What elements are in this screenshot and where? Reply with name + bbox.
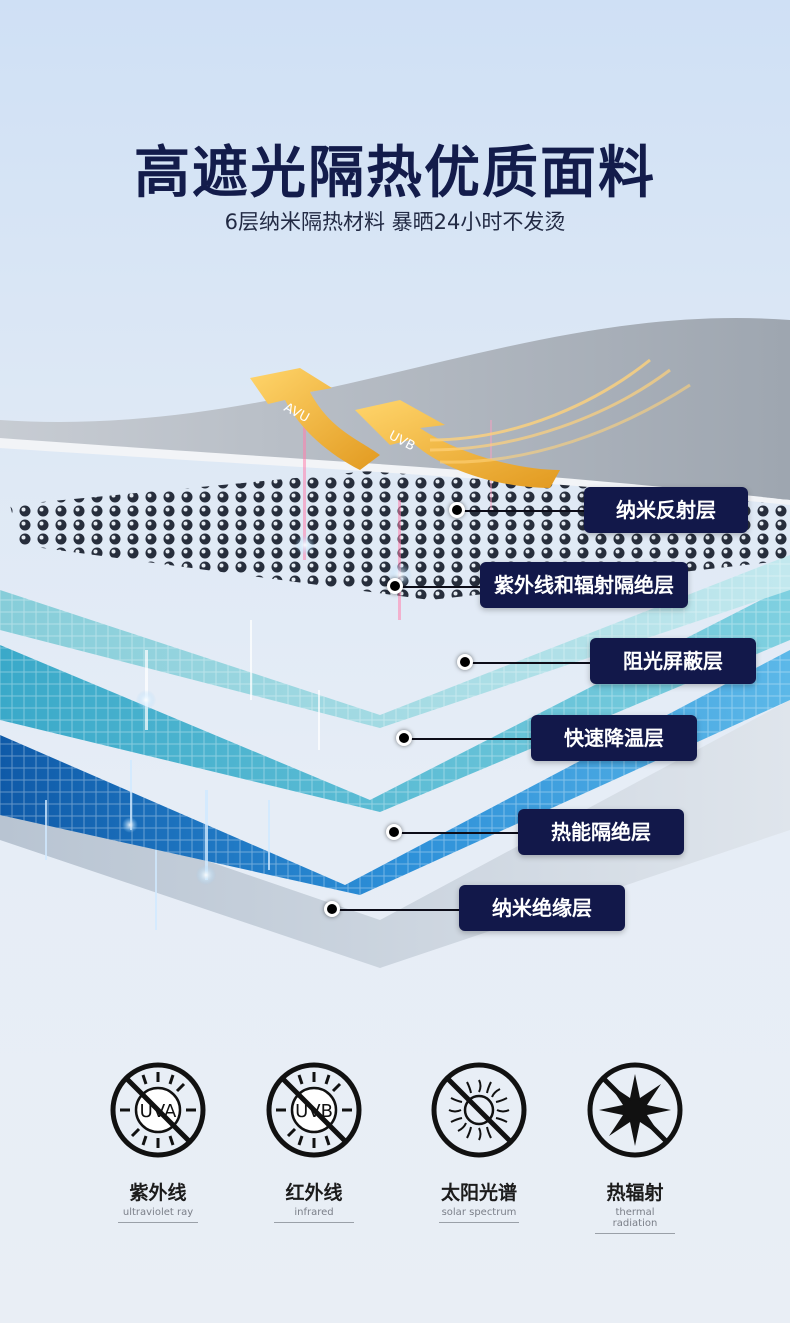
leader-line-6 [333, 909, 460, 911]
callout-dot-5 [386, 824, 402, 840]
feature-solar: 太阳光谱 solar spectrum [399, 1060, 559, 1223]
feature-en: thermal radiation [595, 1207, 675, 1234]
layer-label-uv-radiation-barrier: 紫外线和辐射隔绝层 [480, 562, 688, 608]
feature-en: infrared [274, 1207, 354, 1223]
feature-name: 红外线 [285, 1182, 343, 1204]
feature-row: UVA 紫外线 ultraviolet ray UVB 红外线 infrared [0, 1060, 790, 1260]
page-title: 高遮光隔热优质面料 [134, 141, 656, 206]
no-sun-icon [431, 1062, 527, 1158]
leader-line-2 [396, 586, 482, 588]
feature-uvb: UVB 红外线 infrared [234, 1060, 394, 1223]
feature-thermal: 热辐射 thermal radiation [555, 1060, 715, 1234]
layer-label-light-shield: 阻光屏蔽层 [590, 638, 756, 684]
callout-dot-1 [449, 502, 465, 518]
layer-label-nano-reflective: 纳米反射层 [584, 487, 748, 533]
layer-label-nano-insulation: 纳米绝缘层 [459, 885, 625, 931]
feature-name: 太阳光谱 [440, 1182, 517, 1204]
feature-uva: UVA 紫外线 ultraviolet ray [78, 1060, 238, 1223]
feature-en: ultraviolet ray [118, 1207, 198, 1223]
no-uva-icon: UVA [110, 1062, 206, 1158]
callout-dot-3 [457, 654, 473, 670]
feature-name: 热辐射 [606, 1182, 664, 1204]
feature-en: solar spectrum [439, 1207, 519, 1223]
page-subtitle: 6层纳米隔热材料 暴晒24小时不发烫 [224, 210, 566, 234]
callout-dot-2 [387, 578, 403, 594]
leader-line-4 [405, 738, 532, 740]
no-uvb-icon: UVB [266, 1062, 362, 1158]
feature-name: 紫外线 [129, 1182, 187, 1204]
leader-line-3 [466, 662, 592, 664]
callout-dot-6 [324, 901, 340, 917]
no-radiation-icon [587, 1062, 683, 1158]
layer-label-thermal-barrier: 热能隔绝层 [518, 809, 684, 855]
layer-label-rapid-cooling: 快速降温层 [531, 715, 697, 761]
callout-dot-4 [396, 730, 412, 746]
leader-line-5 [395, 832, 519, 834]
leader-line-1 [458, 510, 584, 512]
